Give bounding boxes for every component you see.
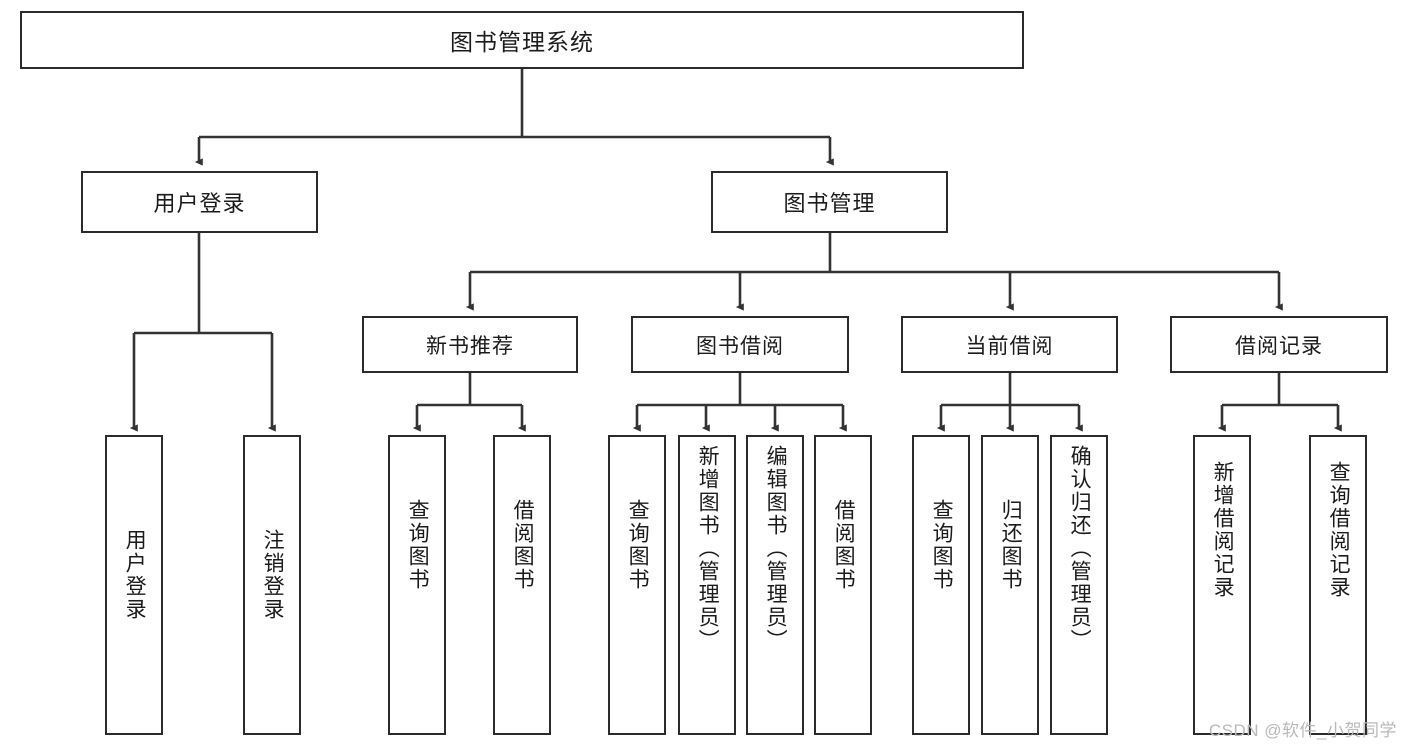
csdn-watermark: CSDN @软件_小贺同学 <box>1208 721 1397 740</box>
node-leaf-borrow-book-2[interactable]: 借阅图书 <box>814 435 872 735</box>
node-new-book-rec[interactable]: 新书推荐 <box>362 316 578 373</box>
node-leaf-query-book-1[interactable]: 查询图书 <box>388 435 446 735</box>
node-book-borrow[interactable]: 图书借阅 <box>631 316 849 373</box>
node-leaf-user-logout[interactable]: 注销登录 <box>243 435 301 735</box>
leaf-label: 新增图书（管理员） <box>696 445 720 652</box>
leaf-label: 新增借阅记录 <box>1211 461 1235 599</box>
node-leaf-add-record[interactable]: 新增借阅记录 <box>1193 435 1251 735</box>
leaf-label: 归还图书 <box>999 499 1023 591</box>
node-leaf-query-record[interactable]: 查询借阅记录 <box>1309 435 1367 735</box>
leaf-label: 编辑图书（管理员） <box>764 445 788 652</box>
node-user-login[interactable]: 用户登录 <box>81 171 318 233</box>
node-root-system[interactable]: 图书管理系统 <box>20 11 1024 69</box>
leaf-label: 注销登录 <box>261 529 285 621</box>
node-leaf-return-book[interactable]: 归还图书 <box>981 435 1039 735</box>
node-current-borrow[interactable]: 当前借阅 <box>901 316 1118 373</box>
node-leaf-confirm-return[interactable]: 确认归还（管理员） <box>1050 435 1108 735</box>
node-leaf-borrow-book-1[interactable]: 借阅图书 <box>493 435 551 735</box>
leaf-label: 借阅图书 <box>511 499 535 591</box>
node-book-manage[interactable]: 图书管理 <box>711 171 948 233</box>
node-leaf-user-login[interactable]: 用户登录 <box>105 435 163 735</box>
leaf-label: 查询图书 <box>930 499 954 591</box>
node-leaf-add-book[interactable]: 新增图书（管理员） <box>678 435 736 735</box>
node-leaf-query-book-3[interactable]: 查询图书 <box>912 435 970 735</box>
leaf-label: 借阅图书 <box>832 499 856 591</box>
node-leaf-query-book-2[interactable]: 查询图书 <box>608 435 666 735</box>
leaf-label: 查询借阅记录 <box>1327 461 1351 599</box>
node-leaf-edit-book[interactable]: 编辑图书（管理员） <box>746 435 804 735</box>
leaf-label: 确认归还（管理员） <box>1068 445 1092 652</box>
leaf-label: 用户登录 <box>123 529 147 621</box>
leaf-label: 查询图书 <box>406 499 430 591</box>
leaf-label: 查询图书 <box>626 499 650 591</box>
node-borrow-record[interactable]: 借阅记录 <box>1170 316 1388 373</box>
